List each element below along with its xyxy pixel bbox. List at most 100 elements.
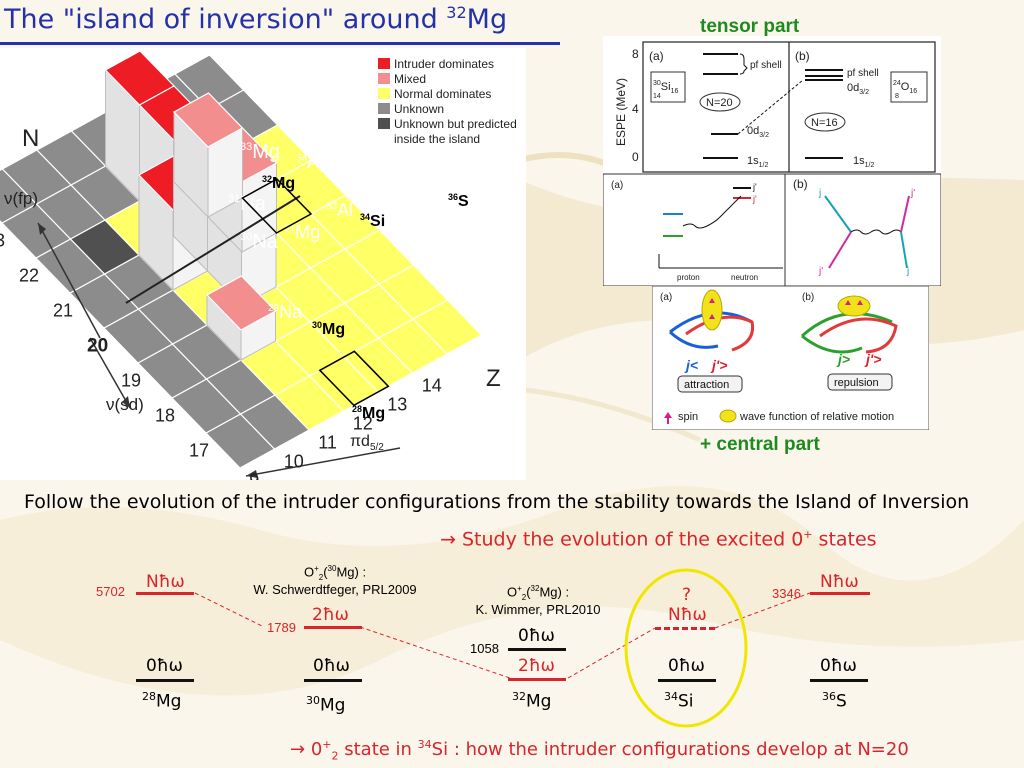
mg32-reference: O+2(32Mg) :K. Wimmer, PRL2010 — [475, 584, 601, 617]
sd-axis-label: ν(sd) — [106, 395, 144, 414]
attract-jgtp: j'> — [710, 357, 727, 373]
n-axis-label: N — [22, 125, 39, 152]
espe-a-pf: pf shell — [750, 60, 782, 71]
repulsion-spins — [845, 300, 863, 305]
feyn-a-tag: (a) — [611, 180, 623, 191]
column-top — [206, 275, 277, 331]
proton-label: proton — [677, 273, 700, 282]
mg30-ground-label: 0ħω — [313, 656, 350, 676]
legend-label: Normal dominates — [394, 87, 491, 101]
follow-text: Follow the evolution of the intruder con… — [24, 491, 970, 513]
si34-excited-label: Nħω — [668, 605, 707, 625]
nucleus-label: 33Al — [326, 200, 353, 220]
z-tick-label: 14 — [422, 376, 442, 396]
mg30-excited-label: 2ħω — [312, 605, 349, 625]
repulsion-label: repulsion — [834, 377, 879, 389]
si34-nucleus: 34Si — [664, 690, 694, 712]
espe-a-z: 14 — [653, 93, 661, 100]
attract-blue-bottom — [668, 330, 719, 349]
nucleus-label: 30Na — [240, 231, 279, 253]
s36-ground-label: 0ħω — [820, 656, 857, 676]
espe-a-n20-box — [699, 92, 741, 112]
mg32-excited-level — [508, 648, 566, 651]
feyn-jprime-1: j' — [752, 182, 757, 192]
feyn-b-wave — [850, 229, 902, 235]
nucleus-label: 31Na — [228, 193, 267, 215]
feynman-frame — [603, 173, 941, 286]
column-top — [173, 92, 244, 148]
si34-highlight — [624, 568, 748, 728]
attraction-wavefunction — [701, 289, 723, 331]
mg28-nucleus: 28Mg — [142, 690, 182, 712]
espe-b-nucleus-box — [890, 71, 928, 103]
sd-arrow — [89, 337, 131, 409]
legend-label: Mixed — [394, 72, 426, 86]
espe-figure: ESPE (MeV) 8 4 0 (a) pf shell 30Si16 14 … — [603, 36, 941, 286]
feyn-b-tag: (b) — [793, 177, 808, 191]
fp-axis-label: ν(fp) — [4, 189, 38, 208]
feyn-b-line4 — [900, 231, 908, 269]
repulsion-box — [827, 373, 893, 391]
mg28-energy: 5702 — [96, 584, 125, 599]
brace-a — [739, 53, 748, 75]
nucleus-label: 30Mg — [312, 320, 345, 338]
n-tick-label: 19 — [121, 371, 141, 391]
repel-red-orbit — [819, 317, 898, 354]
interaction-wave — [682, 195, 742, 229]
z-tick-labels: 91011121314 — [249, 376, 442, 481]
attraction-repulsion-figure: (a) (b) j< j'> attraction j> j'> repulsi… — [652, 286, 929, 430]
nucleus-label: 34Si — [360, 212, 385, 230]
fp-arrowhead — [38, 223, 46, 235]
connector-32-34 — [567, 627, 656, 679]
si34-ground-label: 0ħω — [668, 656, 705, 676]
feyn-b-j3: j' — [818, 266, 823, 277]
nucleus-label: 28Mg — [352, 404, 385, 422]
espe-ylabel: ESPE (MeV) — [614, 78, 628, 146]
n20-line — [125, 195, 301, 304]
z-arrowhead — [246, 470, 258, 478]
espe-a-d32: 0d3/2 — [747, 125, 769, 139]
espe-b-tag: (b) — [795, 49, 810, 63]
mg30-energy: 1789 — [267, 620, 296, 635]
espe-b-s12: 1s1/2 — [853, 155, 874, 169]
s36-nucleus: 36S — [822, 690, 847, 712]
legend-label: inside the island — [394, 132, 480, 146]
chart-columns — [104, 50, 278, 362]
espe-a-nucleus-box — [650, 71, 686, 103]
mg32-energy: 1058 — [470, 641, 499, 656]
feyn-jprime-2: j' — [752, 194, 757, 204]
level-scheme — [194, 568, 811, 728]
attraction-box — [677, 375, 743, 393]
nucleus-label: 36S — [448, 192, 469, 210]
wave-function-label: wave function of relative motion — [739, 411, 894, 423]
attract-jlt: j< — [684, 357, 698, 373]
bottom-statement: → 0+2 state in 34Si : how the intruder c… — [290, 738, 909, 763]
espe-b-n16: N=16 — [811, 117, 838, 129]
repel-green-bottom — [801, 334, 863, 354]
mg30-ground-level — [304, 679, 362, 682]
legend-swatch — [378, 118, 390, 129]
z-tick-label: 13 — [387, 395, 407, 415]
z-tick-label: 10 — [284, 452, 304, 472]
d52-axis-label: πd5/2 — [350, 433, 384, 453]
espe-b-n16-box — [804, 112, 846, 132]
mg30-excited-level — [304, 626, 362, 629]
feyn-b-j1: j — [818, 188, 821, 199]
repulsion-tag: (b) — [802, 292, 814, 303]
espe-ytick-8: 8 — [632, 47, 639, 61]
mg32-ground-level — [508, 678, 566, 681]
z-tick-label: 12 — [353, 414, 373, 434]
study-text: → Study the evolution of the excited 0+ … — [440, 528, 877, 551]
espe-b-z: 8 — [895, 93, 899, 100]
n-tick-label: 20 — [87, 336, 108, 357]
legend-label: Unknown — [394, 102, 444, 116]
espe-b-pf: pf shell — [847, 68, 879, 79]
espe-b-nucleus: 24O16 — [893, 80, 917, 95]
mg30-reference: O+2(30Mg) :W. Schwerdtfeger, PRL2009 — [253, 564, 417, 597]
legend-swatch — [378, 58, 390, 69]
s36-energy: 3346 — [772, 586, 801, 601]
z-arrow — [245, 447, 401, 477]
s36-excited-level — [810, 592, 870, 595]
